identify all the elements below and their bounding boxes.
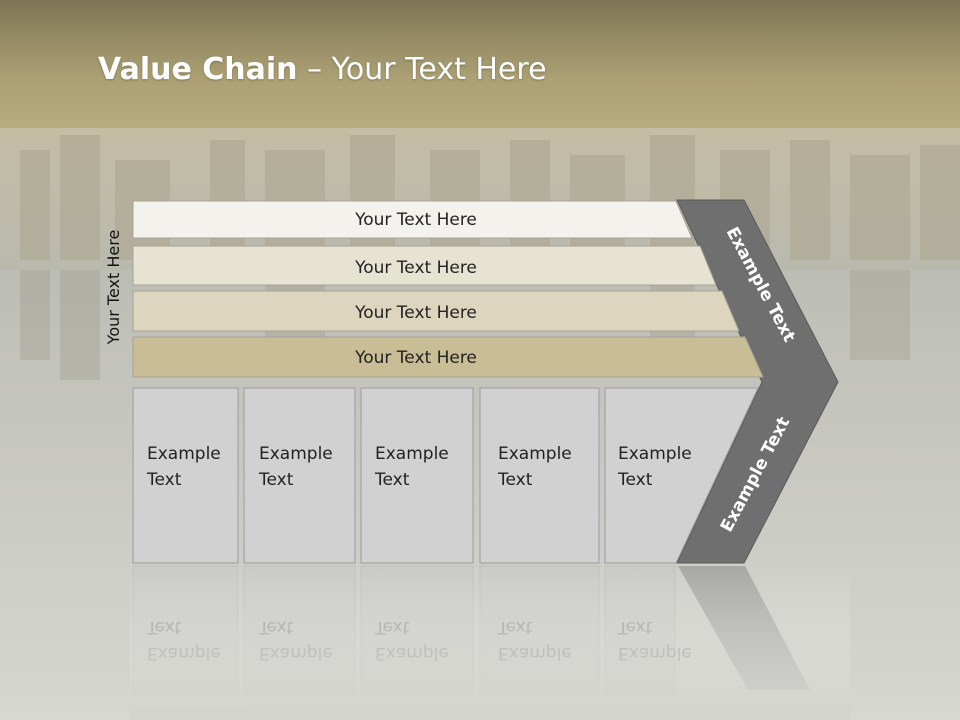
box-3-line2: Text xyxy=(374,470,410,490)
band-4-label: Your Text Here xyxy=(354,348,477,368)
box-2-line2: Text xyxy=(258,470,294,490)
band-4: Your Text Here xyxy=(132,336,764,378)
box-2-line1: Example xyxy=(259,444,333,464)
box-4-line1: Example xyxy=(498,444,572,464)
reflection: Example Text Example Text Example Text E… xyxy=(130,565,850,720)
slide-title: Value Chain – Your Text Here xyxy=(98,52,547,87)
chevron-arrow xyxy=(676,199,839,564)
title-bold: Value Chain xyxy=(98,52,298,87)
box-2: Example Text xyxy=(243,387,356,564)
box-5-line1: Example xyxy=(618,444,692,464)
box-4-line2: Text xyxy=(497,470,533,490)
box-3: Example Text xyxy=(360,387,474,564)
band-1-label: Your Text Here xyxy=(354,210,477,230)
box-3-line1: Example xyxy=(375,444,449,464)
box-4: Example Text xyxy=(479,387,600,564)
box-5: Example Text xyxy=(604,387,759,564)
box-5-line2: Text xyxy=(617,470,653,490)
band-1: Your Text Here xyxy=(132,200,693,239)
band-3-label: Your Text Here xyxy=(354,303,477,323)
box-1: Example Text xyxy=(132,387,239,564)
band-2: Your Text Here xyxy=(132,245,717,286)
box-1-line2: Text xyxy=(146,470,182,490)
title-rest: – Your Text Here xyxy=(297,52,547,87)
band-3: Your Text Here xyxy=(132,290,740,332)
band-2-label: Your Text Here xyxy=(354,258,477,278)
box-1-line1: Example xyxy=(147,444,221,464)
